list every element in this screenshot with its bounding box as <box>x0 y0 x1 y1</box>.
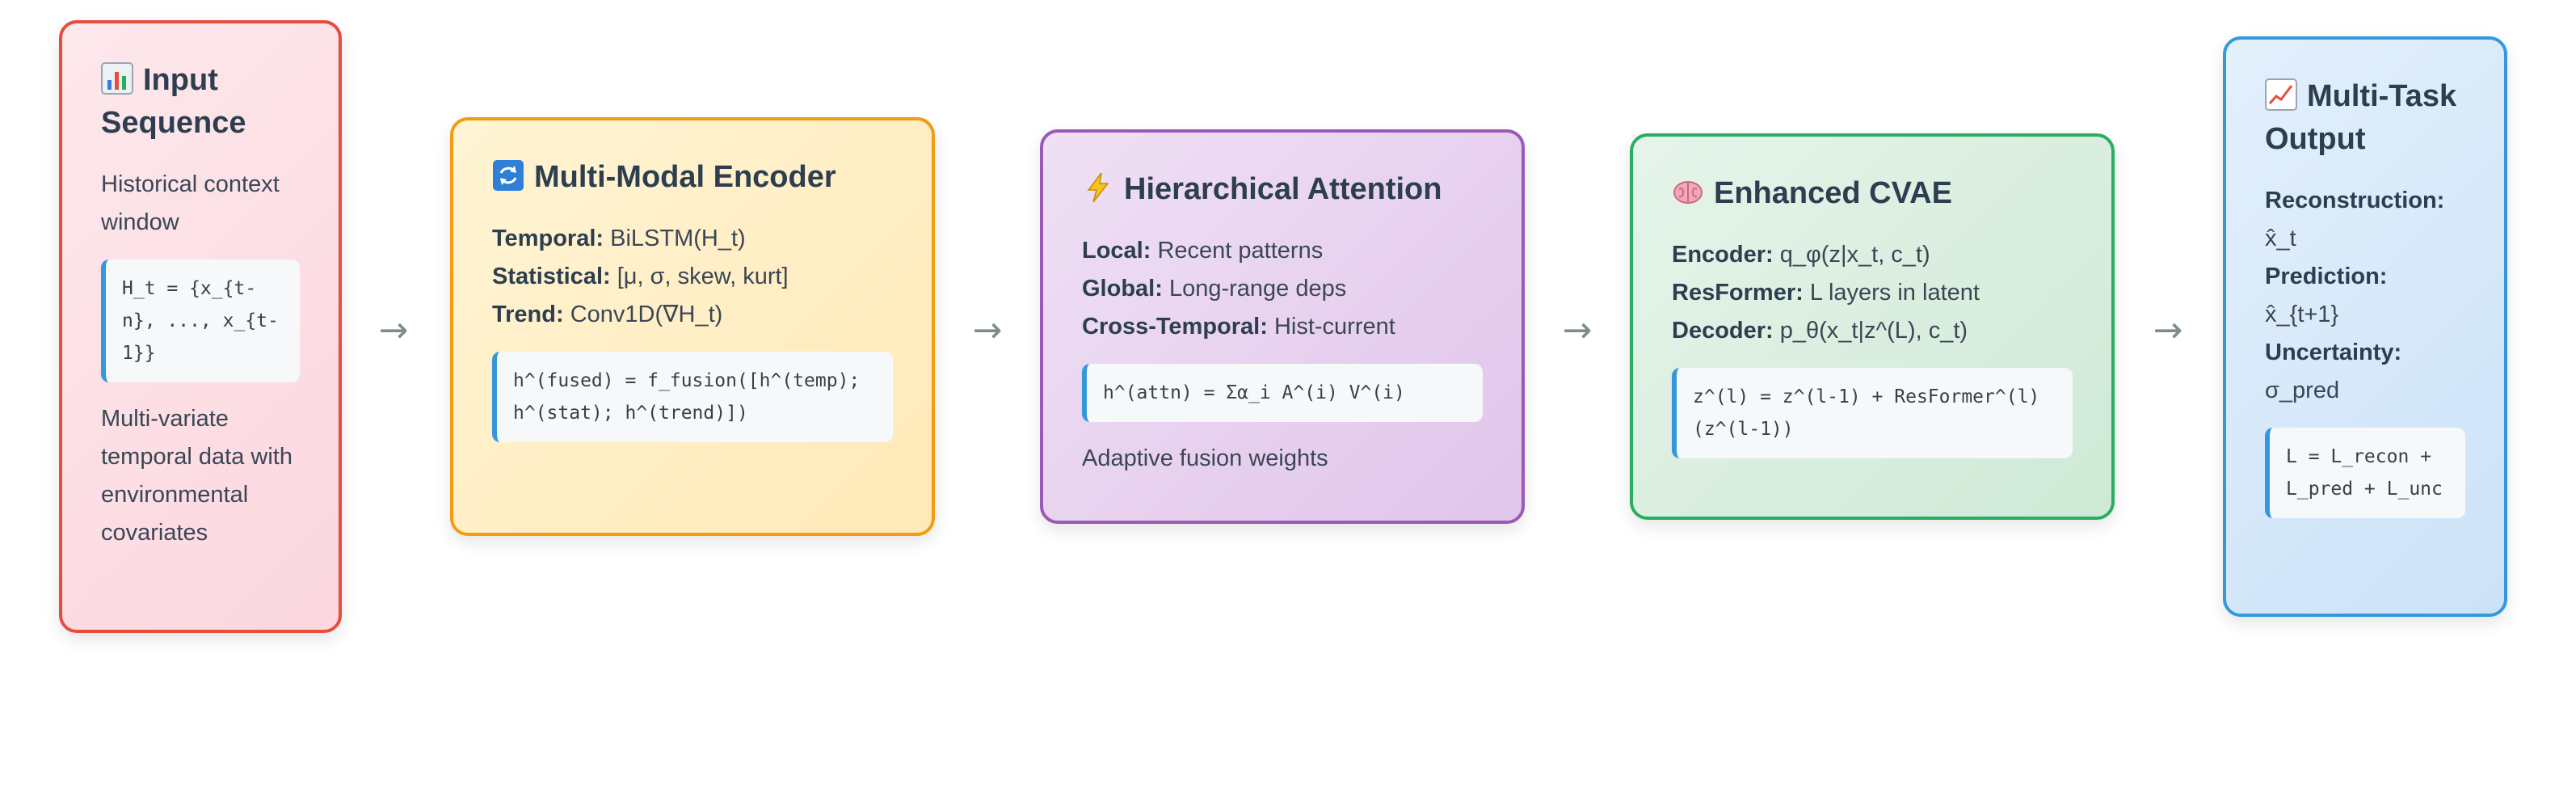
output-prediction-value: x̂_{t+1} <box>2265 302 2339 327</box>
brain-icon <box>1672 175 1704 208</box>
output-prediction-label: Prediction: <box>2265 264 2388 289</box>
cvae-item-decoder: Decoder: p_θ(x_t|z^(L), c_t) <box>1672 318 1968 344</box>
output-uncertainty-value: σ_pred <box>2265 378 2340 403</box>
output-loss-formula: L = L_recon + L_pred + L_unc <box>2265 428 2465 518</box>
input-description: Historical context window <box>101 171 280 235</box>
flow-arrow-2: → <box>972 310 1003 351</box>
input-sequence-card: Input Sequence Historical context window… <box>59 20 342 633</box>
encoder-item-trend: Trend: Conv1D(∇H_t) <box>492 302 723 327</box>
flow-arrow-3: → <box>1562 310 1593 351</box>
cvae-title: Enhanced CVAE <box>1672 172 2073 215</box>
enhanced-cvae-card: Enhanced CVAE Encoder: q_φ(z|x_t, c_t) R… <box>1630 133 2115 520</box>
cvae-formula: z^(l) = z^(l-1) + ResFormer^(l)(z^(l-1)) <box>1672 368 2073 458</box>
flow-arrow-4: → <box>2153 310 2183 351</box>
refresh-icon <box>492 159 524 192</box>
encoder-item-statistical: Statistical: [μ, σ, skew, kurt] <box>492 264 789 289</box>
encoder-formula: h^(fused) = f_fusion([h^(temp); h^(stat)… <box>492 352 893 442</box>
lightning-icon <box>1082 171 1114 204</box>
cvae-item-resformer: ResFormer: L layers in latent <box>1672 280 1980 306</box>
hierarchical-attention-card: Hierarchical Attention Local: Recent pat… <box>1040 129 1525 524</box>
attention-title: Hierarchical Attention <box>1082 168 1483 211</box>
input-sequence-title: Input Sequence <box>101 62 246 140</box>
attention-item-local: Local: Recent patterns <box>1082 238 1324 264</box>
output-title: Multi-Task Output <box>2265 78 2457 156</box>
attention-item-cross-temporal: Cross-Temporal: Hist-current <box>1082 314 1395 340</box>
flow-arrow-1: → <box>378 310 409 351</box>
encoder-title: Multi-Modal Encoder <box>492 156 893 199</box>
output-uncertainty-label: Uncertainty: <box>2265 340 2402 365</box>
output-reconstruction-label: Reconstruction: <box>2265 188 2445 213</box>
encoder-item-temporal: Temporal: BiLSTM(H_t) <box>492 226 746 251</box>
bar-chart-icon <box>101 62 133 95</box>
output-reconstruction-value: x̂_t <box>2265 226 2296 251</box>
input-footer: Multi-variate temporal data with environ… <box>101 406 293 546</box>
attention-footer: Adaptive fusion weights <box>1082 445 1328 471</box>
attention-formula: h^(attn) = Σα_i A^(i) V^(i) <box>1082 364 1483 422</box>
cvae-item-encoder: Encoder: q_φ(z|x_t, c_t) <box>1672 242 1930 268</box>
attention-item-global: Global: Long-range deps <box>1082 276 1347 302</box>
line-chart-icon <box>2265 78 2297 111</box>
multi-modal-encoder-card: Multi-Modal Encoder Temporal: BiLSTM(H_t… <box>450 117 935 536</box>
multi-task-output-card: Multi-Task Output Reconstruction: x̂_t P… <box>2223 36 2507 617</box>
input-formula: H_t = {x_{t-n}, ..., x_{t-1}} <box>101 259 300 382</box>
